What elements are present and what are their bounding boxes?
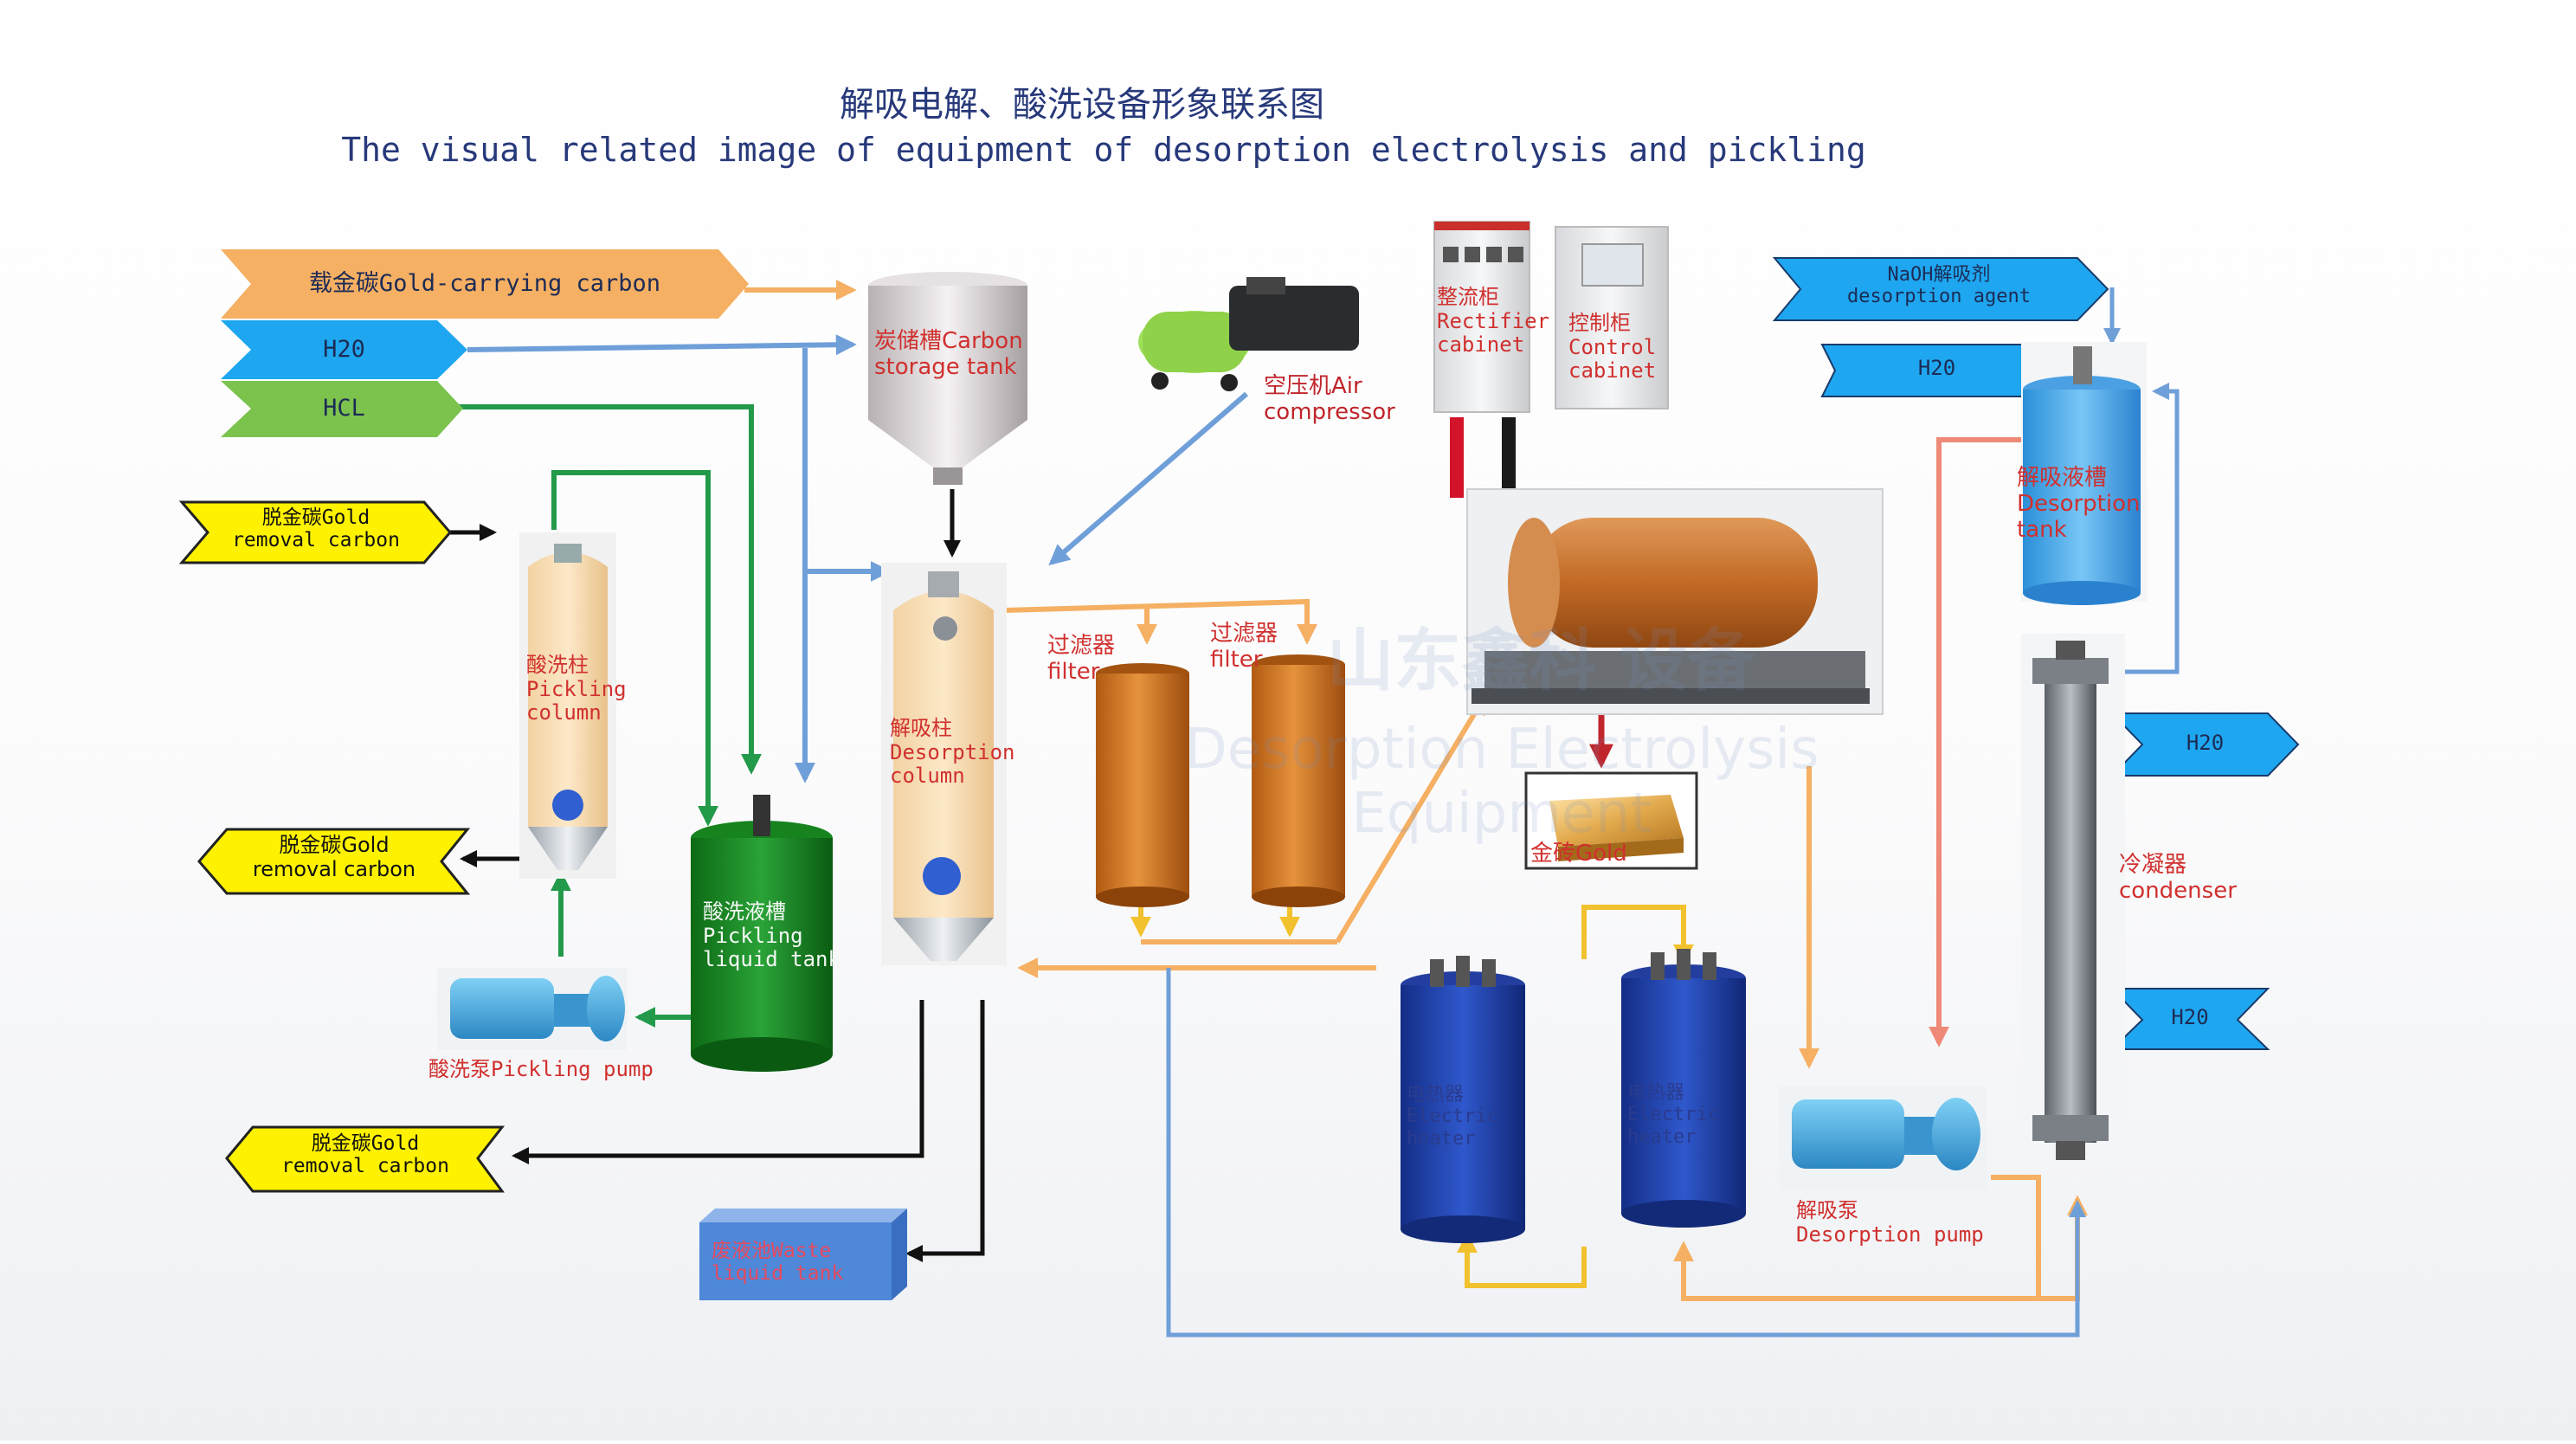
electric-heater-2-label: 电热器 Electric heater <box>1627 1082 1719 1148</box>
tag-h2o-top-label: H20 <box>323 336 365 363</box>
desorption-tank-label: 解吸液槽 Desorption tank <box>2017 465 2141 543</box>
watermark-cn: 山东鑫科 设备 <box>1326 622 1755 700</box>
electric-heater-1-label: 电热器 Electric heater <box>1407 1084 1498 1150</box>
tag-h2o-cond-bottom <box>2109 988 2270 1050</box>
pickling-column-label: 酸洗柱 Pickling column <box>526 653 627 725</box>
flow-tank-to-pump-salmon <box>1929 437 2021 1048</box>
pickling-tank-label: 酸洗液槽 Pickling liquid tank <box>703 899 840 972</box>
pipelines <box>450 280 2180 1338</box>
filter-2-label: 过滤器 filter <box>1210 621 1278 673</box>
desorption-tank <box>2021 342 2147 605</box>
pickling-pump <box>437 968 628 1050</box>
carbon-storage-tank <box>868 272 1027 485</box>
electric-heater-1 <box>1401 956 1525 1243</box>
flow-h2o-to-storage <box>467 334 857 356</box>
flow-column-to-discharge <box>512 1000 924 1164</box>
title-en: The visual related image of equipment of… <box>341 131 1866 169</box>
tag-naoh <box>1772 257 2109 321</box>
flow-hcl <box>459 404 762 775</box>
desorption-pump <box>1779 1086 1987 1190</box>
gold-brick-label: 金砖Gold <box>1530 841 1627 867</box>
flow-column-to-filters <box>1003 598 1317 645</box>
tag-gold-removal-in <box>178 500 452 564</box>
waste-liquid-tank <box>699 1209 907 1300</box>
gold-brick <box>1524 771 1698 870</box>
rectifier-cabinet-label: 整流柜 Rectifier cabinet <box>1437 285 1550 358</box>
tag-gold-removal-out-2 <box>225 1125 506 1193</box>
tag-gold-removal-in-label: 脱金碳Gold removal carbon <box>232 506 400 552</box>
rectifier-cabinet <box>1433 221 1530 413</box>
tags <box>178 249 2300 1193</box>
tag-h2o-top <box>221 320 467 379</box>
electric-heater-2 <box>1621 949 1746 1228</box>
pickling-pump-label: 酸洗泵Pickling pump <box>428 1057 654 1081</box>
tag-naoh-label: NaOH解吸剂 desorption agent <box>1847 264 2031 308</box>
control-cabinet-label: 控制柜 Control cabinet <box>1568 311 1657 384</box>
tag-gold-carrying-carbon <box>221 249 749 319</box>
filter-1 <box>1096 663 1189 907</box>
condenser <box>2021 634 2125 1162</box>
condenser-label: 冷凝器 condenser <box>2119 852 2237 904</box>
tag-gold-carrying-carbon-label: 载金碳Gold-carrying carbon <box>308 270 661 297</box>
flow-condenser-to-tank <box>2116 383 2180 674</box>
tag-hcl <box>221 381 463 437</box>
tag-h2o-right-top-label: H20 <box>1917 356 1956 380</box>
flow-heater-loop-top <box>1581 905 1694 965</box>
tag-gold-removal-out-1-label: 脱金碳Gold removal carbon <box>252 833 416 881</box>
flow-column-to-waste <box>905 1000 985 1262</box>
air-compressor-label: 空压机Air compressor <box>1264 373 1395 425</box>
desorption-column-label: 解吸柱 Desorption column <box>890 716 1015 789</box>
tag-h2o-cond-top <box>2109 712 2300 777</box>
flow-long-return <box>1166 968 2086 1338</box>
title-cn: 解吸电解、酸洗设备形象联系图 <box>840 85 1324 125</box>
pickling-liquid-tank <box>691 795 833 1072</box>
control-cabinet <box>1555 226 1669 409</box>
flow-pump-to-heater <box>1673 1241 2038 1301</box>
tag-gold-removal-out-2-label: 脱金碳Gold removal carbon <box>281 1132 449 1178</box>
flow-heater-loop-bottom <box>1457 1232 1587 1288</box>
waste-tank-label: 废液池Waste liquid tank <box>712 1240 844 1286</box>
flow-to-electrolysis <box>1335 693 1487 944</box>
filter-1-label: 过滤器 filter <box>1047 633 1116 685</box>
tag-h2o-cond-bottom-label: H20 <box>2171 1005 2209 1029</box>
desorption-pump-label: 解吸泵 Desorption pump <box>1796 1198 1984 1247</box>
air-compressor <box>1138 277 1359 391</box>
tag-gold-removal-out-1 <box>197 828 471 895</box>
electrolysis-tank <box>1466 488 1884 715</box>
pickling-column <box>519 532 616 879</box>
desorption-column <box>881 563 1007 965</box>
carbon-storage-tank-label: 炭储槽Carbon storage tank <box>874 328 1023 380</box>
watermark-en: Desorption Electrolysis Equipment <box>1184 718 1819 846</box>
flow-air <box>1048 391 1248 566</box>
filter-2 <box>1252 654 1345 907</box>
tag-hcl-label: HCL <box>323 395 365 422</box>
flow-pump-to-condenser <box>1991 1175 2088 1301</box>
flow-pickling-return <box>551 470 718 827</box>
tag-h2o-cond-top-label: H20 <box>2186 731 2225 755</box>
